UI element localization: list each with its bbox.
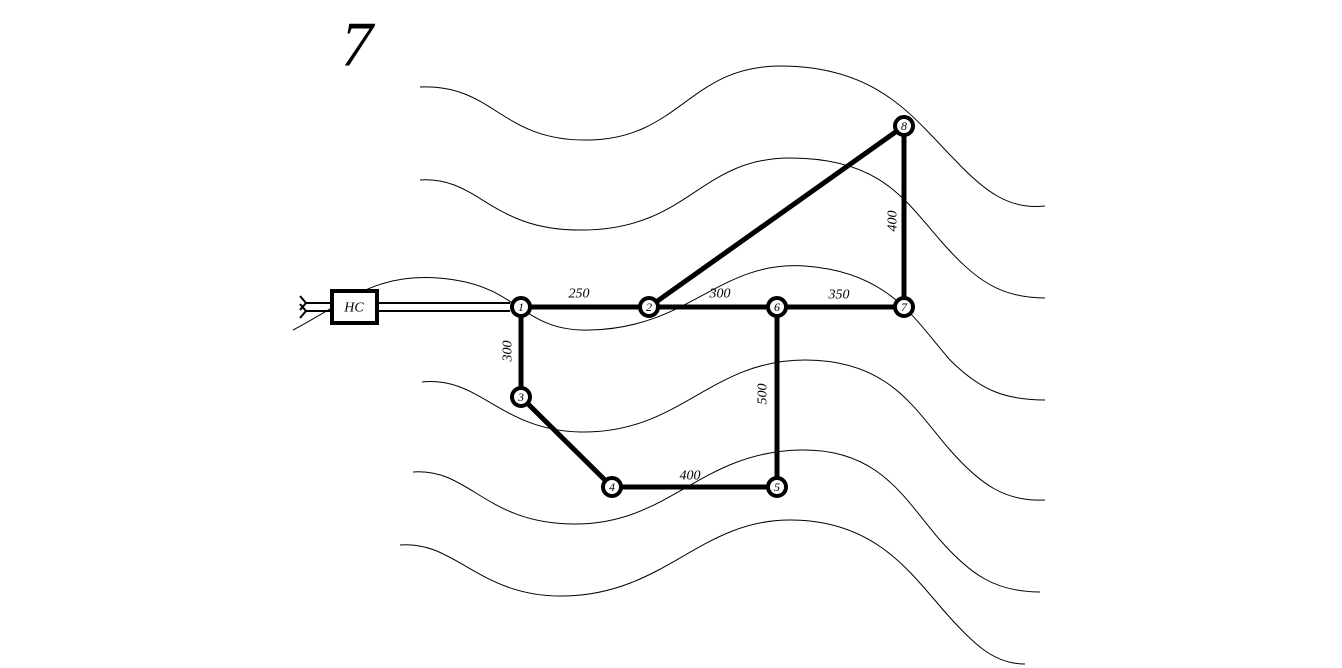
intake-symbol	[299, 303, 308, 319]
node-8: 8	[893, 115, 915, 137]
node-circle	[601, 476, 623, 498]
node-label: 1	[518, 300, 524, 314]
node-label: 5	[774, 480, 780, 494]
pipe-length-label: 250	[569, 287, 590, 302]
pump-station: НС	[299, 289, 510, 325]
node-label: 8	[901, 119, 907, 133]
node-circle	[766, 296, 788, 318]
pipe-lengths: 250 300 350 400 300 400 500	[501, 211, 901, 484]
pump-station-box	[330, 289, 379, 325]
pipe-length-label: 350	[828, 288, 850, 303]
pipe-3-4	[518, 394, 615, 490]
pipes	[518, 123, 907, 490]
node-1: 1	[510, 296, 532, 318]
pipe-length-label: 400	[680, 469, 701, 484]
contour-line	[292, 265, 1046, 401]
pipe-length-label: 300	[709, 287, 731, 302]
node-label: 2	[646, 300, 652, 314]
node-circle	[766, 476, 788, 498]
contour-line	[412, 449, 1041, 593]
node-4: 4	[601, 476, 623, 498]
node-circle	[893, 115, 915, 137]
pipe-2-8	[646, 123, 907, 310]
node-label: 4	[609, 480, 615, 494]
node-6: 6	[766, 296, 788, 318]
contour-line	[419, 157, 1046, 299]
node-7: 7	[893, 296, 915, 318]
variant-number: 7	[341, 9, 376, 80]
node-label: 6	[774, 300, 780, 314]
node-3: 3	[510, 386, 532, 408]
pump-station-label: НС	[343, 301, 364, 316]
nodes: 1 2 3 4 5 6 7 8	[510, 115, 915, 498]
pipe-length-label: 300	[501, 341, 516, 363]
node-circle	[638, 296, 660, 318]
node-2: 2	[638, 296, 660, 318]
pipe-length-label: 400	[886, 211, 901, 232]
node-label: 3	[517, 390, 524, 404]
contour-lines	[292, 65, 1046, 665]
node-5: 5	[766, 476, 788, 498]
node-circle	[510, 386, 532, 408]
contour-line	[419, 65, 1046, 208]
node-circle	[893, 296, 915, 318]
node-label: 7	[901, 300, 908, 314]
contour-line	[421, 359, 1046, 501]
contour-line	[399, 519, 1026, 665]
node-circle	[510, 296, 532, 318]
pipe-length-label: 500	[756, 384, 771, 405]
